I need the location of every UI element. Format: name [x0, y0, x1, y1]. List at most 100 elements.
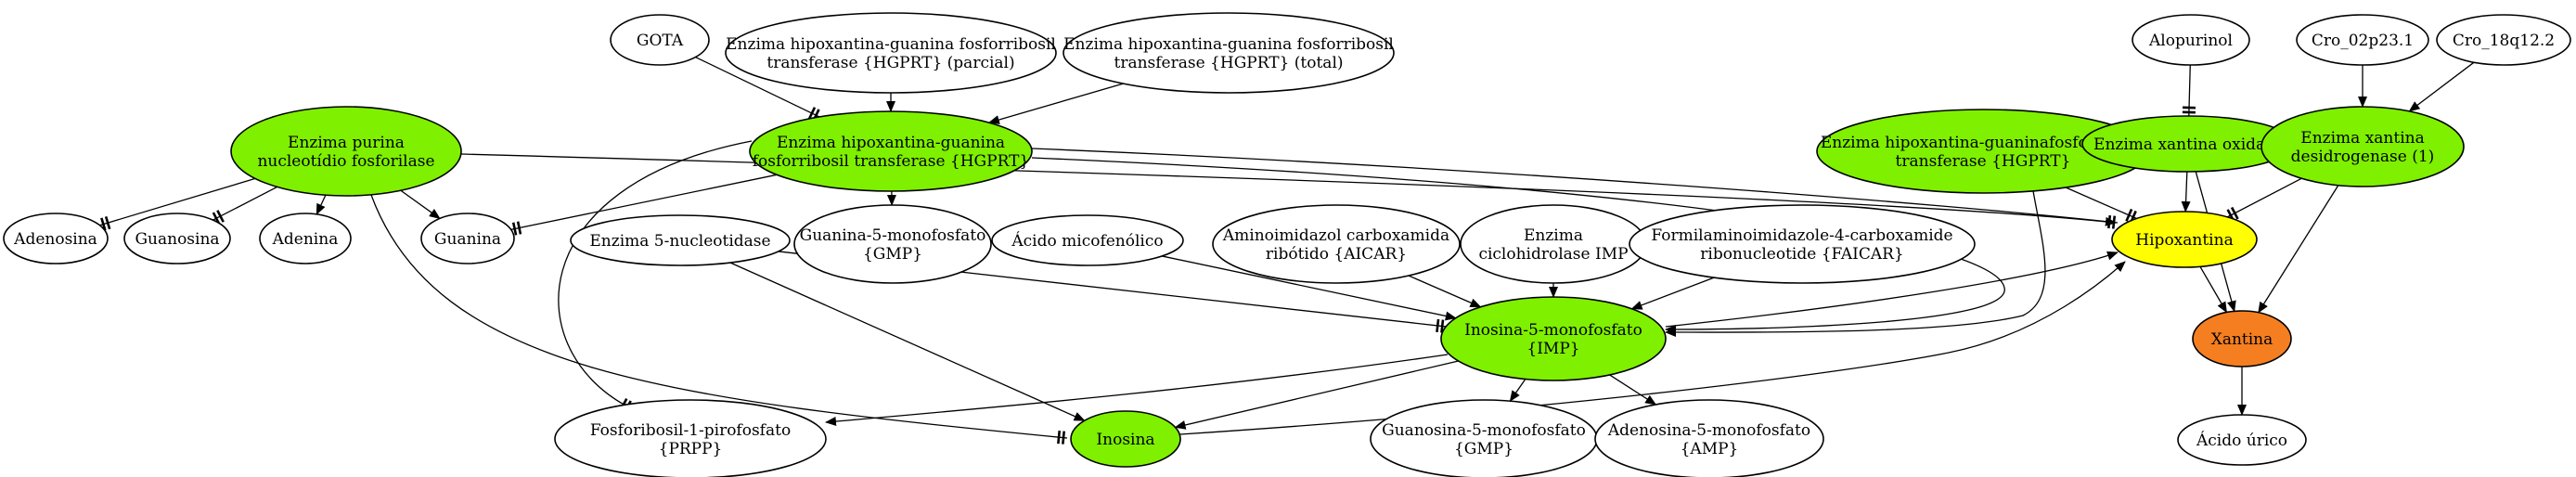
node-label: GOTA	[637, 32, 684, 50]
node-label: Inosina	[1096, 431, 1154, 449]
node-ellipse	[2132, 14, 2250, 66]
node-label: transferase {HGPRT} (parcial)	[766, 54, 1014, 72]
inhibit-bar	[516, 221, 522, 235]
node-label: ciclohidrolase IMP	[1478, 245, 1628, 264]
node-label: Formilaminoimidazole-4-carboxamide	[1651, 226, 1952, 245]
edge-nucleotidase-inosina	[729, 262, 1086, 421]
inhibit-bar	[1057, 431, 1062, 445]
node-ellipse	[2177, 414, 2307, 466]
node-ellipse	[2296, 14, 2429, 66]
node-micofenolico: Ácido micofenólico	[991, 214, 1184, 266]
node-adenina: Adenina	[259, 213, 352, 264]
edge-hipoxantina-xantina	[2199, 265, 2228, 314]
node-label: Enzima hipoxantina-guanina fosforribosil	[726, 35, 1056, 54]
edge-pnp-inosina	[370, 194, 1068, 439]
node-label: Adenosina	[13, 230, 97, 249]
node-label: Enzima purina	[288, 134, 405, 152]
node-label: Inosina-5-monofosfato	[1464, 321, 1642, 340]
node-hgprt_parcial: Enzima hipoxantina-guanina fosforribosil…	[725, 12, 1057, 94]
edge-xd-hipoxantina	[2227, 177, 2302, 218]
inhibit-bar	[1436, 318, 1440, 333]
node-urico: Ácido úrico	[2177, 414, 2307, 466]
edge-hgprt-guanina	[510, 174, 778, 231]
node-label: Aminoimidazol carboxamida	[1222, 226, 1449, 245]
node-label: Ácido úrico	[2196, 431, 2287, 450]
node-label: desidrogenase (1)	[2291, 148, 2435, 166]
inhibit-bar	[2111, 215, 2117, 229]
node-label: Ácido micofenólico	[1011, 231, 1163, 251]
node-ellipse	[554, 399, 827, 477]
node-hgprt: Enzima hipoxantina-guaninafosforribosil …	[749, 110, 1033, 192]
node-label: Enzima hipoxantina-guaninafosforribosil	[1821, 134, 2145, 152]
edge-pnp-guanina	[400, 189, 441, 220]
edge-hgprt-imp	[1031, 157, 2005, 334]
edge-cro18-xd	[2408, 61, 2475, 112]
node-hipoxantina: Hipoxantina	[2111, 211, 2258, 268]
node-label: transferase {HGPRT} (total)	[1114, 54, 1343, 72]
edge-pnp-hipoxantina	[459, 153, 2117, 226]
edge-hgprt-hipoxantina	[1031, 148, 2119, 224]
node-label: Cro_18q12.2	[2453, 32, 2555, 50]
node-ellipse	[1629, 204, 1976, 284]
edge-imp-inosina	[1174, 360, 1459, 430]
node-gota: GOTA	[610, 14, 710, 66]
edge-imp-amp	[1609, 374, 1657, 406]
node-cro18: Cro_18q12.2	[2436, 14, 2571, 66]
node-label: Enzima xantina oxidase	[2093, 135, 2283, 154]
inhibit-bar	[511, 222, 518, 236]
node-ellipse	[610, 14, 710, 66]
node-guanina: Guanina	[420, 213, 515, 264]
node-label: Enzima hipoxantina-guanina fosforribosil	[1063, 35, 1394, 54]
edge-hgprt2-imp	[1665, 185, 2046, 338]
inhibit-bar	[2230, 206, 2239, 220]
edge-pnp-adenina	[316, 194, 327, 215]
node-gmp2: Guanosina-5-monofosfato{GMP}	[1370, 399, 1598, 477]
node-ellipse	[1594, 399, 1824, 477]
node-label: ribótido {AICAR}	[1266, 245, 1407, 264]
edge-hgprt_total-hgprt	[987, 83, 1124, 124]
node-ellipse	[1063, 12, 1395, 94]
node-xo: Enzima xantina oxidase	[2081, 115, 2295, 173]
node-imp: Inosina-5-monofosfato{IMP}	[1440, 296, 1667, 381]
inhibit-bar	[2107, 214, 2112, 229]
node-label: Adenosina-5-monofosfato	[1607, 421, 1810, 440]
node-label: Cro_02p23.1	[2312, 32, 2414, 50]
node-label: Fosforibosil-1-pirofosfato	[590, 421, 791, 440]
edge-micofenolico-imp	[1162, 255, 1457, 321]
node-ellipse	[2260, 106, 2465, 187]
edge-hgprt2-hipoxantina	[2065, 187, 2137, 220]
node-ellipse	[1070, 410, 1181, 468]
node-adenosina: Adenosina	[3, 213, 109, 264]
node-amp: Adenosina-5-monofosfato{AMP}	[1594, 399, 1824, 477]
inhibit-bar	[216, 210, 225, 223]
node-label: Guanina-5-monofosfato	[800, 226, 986, 245]
node-hgprt_total: Enzima hipoxantina-guanina fosforribosil…	[1063, 12, 1395, 94]
node-hgprt2: Enzima hipoxantina-guaninafosforribosilt…	[1816, 109, 2150, 194]
node-label: Hipoxantina	[2135, 231, 2233, 250]
node-label: Guanosina	[135, 230, 219, 249]
node-label: Enzima xantina	[2300, 129, 2424, 148]
edge-xd-xantina	[2258, 185, 2339, 314]
node-gmp1: Guanina-5-monofosfato{GMP}	[793, 204, 992, 284]
node-xantina: Xantina	[2192, 310, 2292, 367]
node-label: Guanina	[434, 230, 501, 249]
node-label: fosforribosil transferase {HGPRT}	[753, 152, 1029, 171]
inhibit-bar	[100, 217, 107, 231]
node-ellipse	[793, 204, 992, 284]
node-label: Alopurinol	[2148, 32, 2233, 50]
node-label: {GMP}	[863, 245, 922, 264]
edge-pnp-adenosina	[99, 177, 256, 226]
node-label: Adenina	[272, 230, 339, 249]
node-label: Guanosina-5-monofosfato	[1382, 421, 1586, 440]
nodes-layer: GOTA Enzima hipoxantina-guanina fosforrib…	[3, 12, 2571, 477]
edge-aicar-imp	[1408, 275, 1482, 308]
node-inosina: Inosina	[1070, 410, 1181, 468]
edge-gota-hgprt	[695, 56, 820, 118]
node-alopurinol: Alopurinol	[2132, 14, 2250, 66]
node-label: transferase {HGPRT}	[1896, 152, 2071, 171]
node-ellipse	[749, 110, 1033, 192]
